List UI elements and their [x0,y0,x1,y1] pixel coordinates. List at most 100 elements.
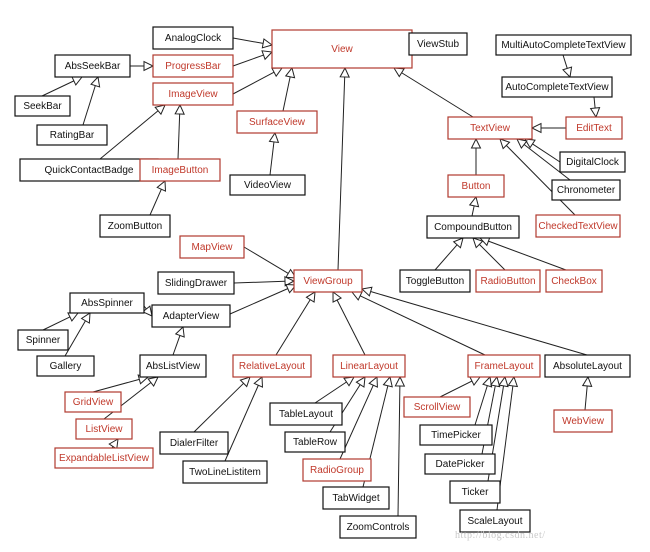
class-label: GridView [73,397,114,408]
inheritance-arrowhead [239,376,251,388]
class-label: AbsoluteLayout [553,361,622,372]
inheritance-arrowhead [499,138,511,150]
edge-line [314,381,347,404]
inheritance-arrowhead [394,375,406,387]
edge-spinner-to-abs-spinner [42,312,80,331]
class-box [232,354,312,378]
edge-line [370,291,588,356]
class-box [565,116,623,140]
class-label: AbsSpinner [81,298,133,309]
class-node-abs-seek-bar: AbsSeekBar [54,54,131,78]
class-node-surface-view: SurfaceView [236,110,318,134]
edge-surface-view-to-view [282,66,296,112]
edge-line [562,54,568,69]
edge-line [488,240,567,271]
class-node-rating-bar: RatingBar [36,124,108,146]
class-label: Button [462,181,491,192]
class-label: AutoCompleteTextView [505,82,609,93]
class-label: RatingBar [50,130,95,141]
class-box [459,509,531,533]
edge-multi-auto-complete-text-view-to-auto-complete-text-view [562,54,573,79]
class-label: ImageButton [152,165,209,176]
class-box [467,354,541,378]
class-node-scale-layout: ScaleLayout [459,509,531,533]
class-node-text-view: TextView [447,116,533,140]
class-node-gallery: Gallery [36,355,95,377]
inheritance-arrowhead [393,67,405,78]
class-box [152,82,234,106]
edge-progress-bar-to-view [232,50,274,67]
class-label: ViewStub [417,39,460,50]
edge-line [275,299,311,356]
class-box [447,174,505,198]
class-label: RelativeLayout [239,361,305,372]
class-node-view-group: ViewGroup [293,269,363,293]
class-node-chronometer: Chronometer [551,179,621,201]
edge-line [523,144,571,181]
class-box [139,158,221,182]
inheritance-arrowhead [482,375,493,388]
class-label: VideoView [244,180,292,191]
class-node-progress-bar: ProgressBar [152,54,234,78]
inheritance-arrowhead [507,375,519,388]
class-box [447,116,533,140]
class-node-image-button: ImageButton [139,158,221,182]
inheritance-arrowhead [253,375,264,388]
class-node-two-line-list-item: TwoLineListitem [182,460,268,484]
class-node-abs-spinner: AbsSpinner [69,292,145,314]
inheritance-arrowhead [489,375,501,388]
class-label: MapView [192,242,234,253]
class-label: SlidingDrawer [165,278,228,289]
inheritance-arrowhead [332,291,343,303]
class-box [475,269,541,293]
class-label: FrameLayout [475,361,534,372]
class-label: Chronometer [557,185,616,196]
edge-map-view-to-view-group [243,246,297,279]
inheritance-arrowhead [472,237,484,249]
class-node-digital-clock: DigitalClock [559,151,626,173]
inheritance-arrowhead [90,75,101,88]
class-box [229,174,306,196]
inheritance-arrowhead [67,312,80,322]
edge-image-button-to-image-view [174,103,185,160]
class-box [54,447,154,469]
inheritance-arrowhead [108,438,119,450]
edge-time-picker-to-frame-layout [474,375,493,426]
inheritance-arrowhead [470,137,482,149]
edge-zoom-button-to-image-button [149,179,167,216]
class-label: CheckedTextView [538,221,618,232]
class-box [36,355,95,377]
class-node-button: Button [447,174,505,198]
edge-dialer-filter-to-relative-layout [193,376,251,433]
class-label: Ticker [462,487,490,498]
class-box [151,304,231,328]
edge-line [282,76,291,112]
watermark-text: http://blog.csdn.net/ [455,530,546,541]
class-node-table-layout: TableLayout [269,402,343,426]
class-node-frame-layout: FrameLayout [467,354,541,378]
edge-line [479,244,506,271]
edge-button-to-text-view [470,137,482,175]
inheritance-arrowhead [355,376,366,388]
class-box [403,396,471,418]
inheritance-arrowhead [71,76,84,86]
class-box [271,29,413,69]
class-label: ListView [85,424,123,435]
edge-line [584,385,588,411]
class-label: ZoomControls [347,522,410,533]
edge-line [103,382,152,420]
edge-line [41,80,75,97]
class-label: TwoLineListitem [189,467,261,478]
inheritance-arrowhead [268,131,280,144]
edge-analog-clock-to-view [232,37,274,49]
class-box [64,391,122,413]
edge-scroll-view-to-frame-layout [439,376,482,398]
edge-table-layout-to-linear-layout [314,376,355,404]
class-node-check-box: CheckBox [545,269,603,293]
edge-line [471,205,475,217]
class-node-analog-clock: AnalogClock [152,26,234,50]
class-label: CheckBox [551,276,597,287]
edge-line [193,382,244,433]
edge-chronometer-to-text-view [516,138,571,181]
edge-line [172,335,181,356]
